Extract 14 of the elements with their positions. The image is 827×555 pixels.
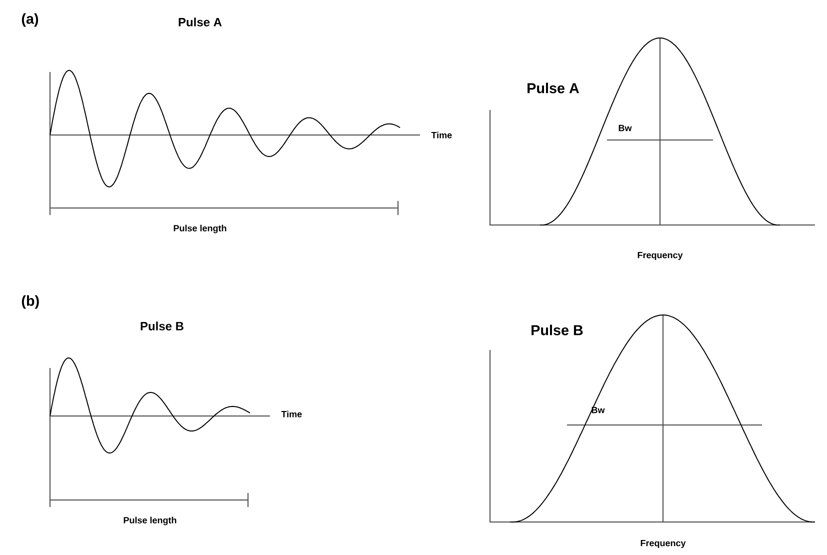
axis-label: Frequency	[640, 540, 686, 548]
dimension-label: Pulse length	[174, 224, 226, 234]
plot-title: Pulse A	[528, 82, 580, 94]
bandwidth-label: Bw	[618, 124, 632, 132]
plot-title: Pulse A	[178, 18, 222, 26]
plot-title: Pulse B	[532, 324, 583, 336]
dimension-label: Pulse length	[124, 516, 176, 526]
axis-label: Time	[281, 410, 302, 418]
axis-label: Frequency	[638, 252, 683, 260]
panel-label: (a)	[22, 13, 38, 27]
axis-label: Time	[431, 132, 452, 138]
bandwidth-label: Bw	[592, 406, 605, 414]
panel-label: (b)	[22, 295, 39, 309]
plot-title: Pulse B	[140, 322, 184, 330]
